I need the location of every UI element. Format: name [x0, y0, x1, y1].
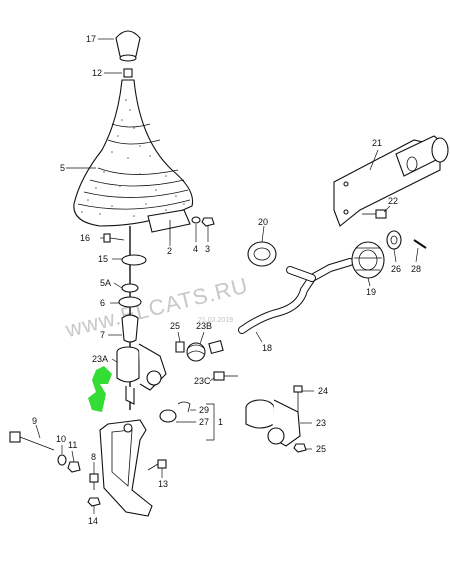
callout-labels: 17 12 5 21 22 16 2 4 3 20 15 26 28 19 5A…	[32, 34, 421, 526]
selector-bracket	[116, 343, 167, 405]
callout-16: 16	[80, 233, 90, 243]
knob-nut	[123, 68, 133, 78]
bolt-24	[293, 385, 303, 412]
callout-5a: 5A	[100, 278, 111, 288]
rod-housing	[333, 135, 449, 227]
bolt-9	[9, 431, 55, 451]
callout-3: 3	[205, 244, 210, 254]
callout-14: 14	[88, 516, 98, 526]
nut-14	[87, 497, 101, 507]
callout-23a: 23A	[92, 354, 108, 364]
pin-28	[413, 239, 427, 249]
nut-3	[201, 217, 215, 227]
callout-26: 26	[391, 264, 401, 274]
watermark-text: www.ELCATS.RU	[62, 272, 251, 342]
callout-4: 4	[193, 244, 198, 254]
callout-8: 8	[91, 452, 96, 462]
gear-knob	[115, 30, 141, 62]
washer-26	[386, 230, 402, 250]
callout-11: 11	[68, 440, 77, 450]
callout-12: 12	[92, 68, 102, 78]
clip-29	[177, 401, 191, 413]
callout-18: 18	[262, 343, 272, 353]
washer-4	[191, 216, 201, 224]
washer-10	[57, 454, 67, 466]
callout-21: 21	[372, 138, 382, 148]
callout-23: 23	[316, 418, 326, 428]
callout-10: 10	[56, 434, 66, 444]
callout-29: 29	[199, 405, 209, 415]
shift-rod	[238, 258, 354, 334]
bracket-23	[245, 399, 301, 447]
callout-1: 1	[218, 417, 223, 427]
callout-7: 7	[100, 330, 105, 340]
callout-17: 17	[86, 34, 96, 44]
callout-23c: 23C	[194, 376, 211, 386]
highlight-marker	[88, 366, 112, 412]
bolt-22	[362, 209, 387, 219]
callout-23b: 23B	[196, 321, 212, 331]
nut-11	[67, 461, 81, 473]
callout-9: 9	[32, 416, 37, 426]
watermark-date: 21.02.2019	[198, 317, 233, 324]
callout-20: 20	[258, 217, 268, 227]
callout-28: 28	[411, 264, 421, 274]
bolt-16	[103, 233, 125, 243]
spring-assembly	[175, 339, 224, 362]
bushing-19	[351, 241, 385, 279]
callout-13: 13	[158, 479, 168, 489]
callout-6: 6	[100, 298, 105, 308]
callout-5: 5	[60, 163, 65, 173]
bolt-23c	[213, 371, 238, 381]
leader-lines	[35, 38, 419, 514]
callout-24: 24	[318, 386, 328, 396]
bushing-20	[247, 241, 277, 267]
callout-27: 27	[199, 417, 209, 427]
shift-boot	[73, 79, 194, 233]
callout-19: 19	[366, 287, 376, 297]
bolt-13	[147, 459, 167, 471]
callout-25-lower: 25	[316, 444, 326, 454]
callout-22: 22	[388, 196, 398, 206]
callout-25-upper: 25	[170, 321, 180, 331]
callout-2: 2	[167, 246, 172, 256]
bushing-27	[159, 409, 177, 423]
bolt-8	[89, 473, 99, 490]
base-bracket	[99, 419, 153, 517]
callout-15: 15	[98, 254, 108, 264]
nut-25-lower	[293, 443, 307, 453]
